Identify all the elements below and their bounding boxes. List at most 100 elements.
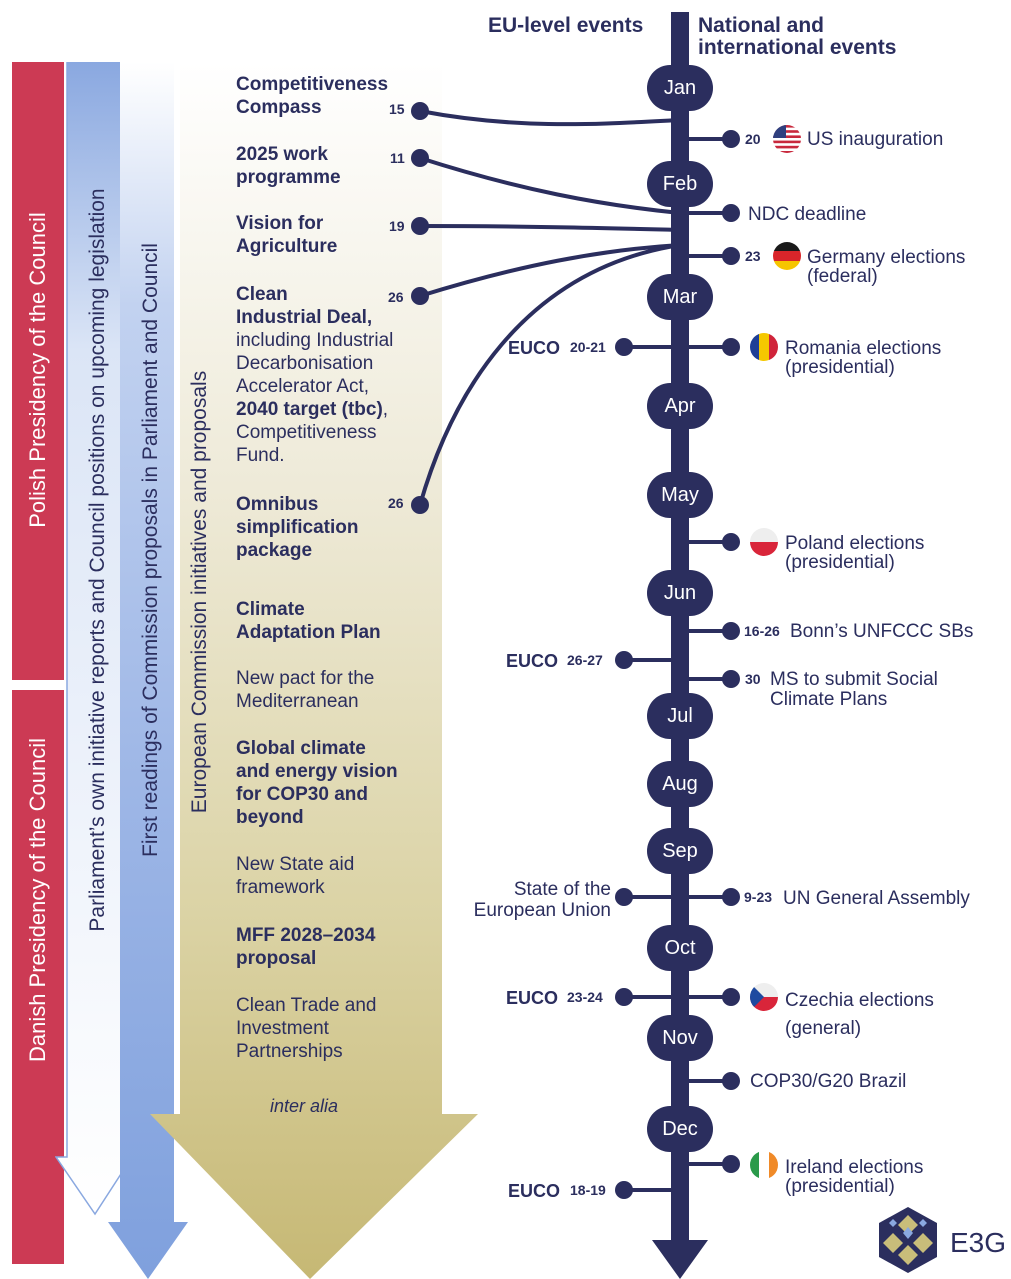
text-line: Climate Plans xyxy=(770,689,888,710)
polish-presidency-band xyxy=(12,62,64,680)
day-vision-agriculture: 19 xyxy=(389,218,405,234)
initiative-mff: MFF 2028–2034 proposal xyxy=(236,924,375,970)
text-line: Global climate xyxy=(236,738,366,759)
national-header-line1: National and xyxy=(698,14,825,37)
text-line: package xyxy=(236,540,313,561)
text-line: Competitiveness xyxy=(236,74,389,95)
initiative-competitiveness-compass: Competitiveness Compass xyxy=(236,73,388,119)
danish-presidency-band xyxy=(12,690,64,1264)
month-feb: Feb xyxy=(647,161,713,207)
initiative-work-programme: 2025 work programme xyxy=(236,143,341,189)
text-line: State of the xyxy=(513,879,611,900)
text-line: Investment xyxy=(236,1018,329,1039)
day-omnibus: 26 xyxy=(388,495,404,511)
initiative-mediterranean: New pact for the Mediterranean xyxy=(236,667,374,713)
text-line: (presidential) xyxy=(785,1176,895,1197)
eu-level-header: EU-level events xyxy=(488,14,644,37)
e3g-logo-icon xyxy=(879,1207,937,1273)
initiative-omnibus: Omnibus simplification package xyxy=(236,493,358,562)
e3g-logo-text: E3G xyxy=(950,1227,1007,1258)
text-line: proposal xyxy=(236,948,317,969)
month-nov: Nov xyxy=(647,1015,713,1061)
month-jun: Jun xyxy=(647,570,713,616)
text-line: Adaptation Plan xyxy=(236,622,381,643)
text-line: (presidential) xyxy=(785,552,895,573)
ireland-flag-icon xyxy=(750,1151,778,1179)
text-line: Clean Trade and xyxy=(236,995,377,1016)
text-line: Decarbonisation xyxy=(236,353,374,374)
text-line: Climate xyxy=(236,599,305,620)
first-readings-arrow xyxy=(108,62,188,1279)
euco-june-label: EUCO xyxy=(506,651,559,671)
text-line: 2040 target (tbc), xyxy=(236,398,393,421)
text-line: Czechia elections xyxy=(785,990,934,1011)
initiative-clean-trade: Clean Trade and Investment Partnerships xyxy=(236,994,377,1063)
initiative-clean-industrial-deal: Clean Industrial Deal, including Industr… xyxy=(236,283,393,467)
text-line: Partnerships xyxy=(236,1041,343,1062)
bonn-sbs-label: Bonn’s UNFCCC SBs xyxy=(790,621,974,642)
ndc-deadline-label: NDC deadline xyxy=(748,204,867,225)
germany-day: 23 xyxy=(745,248,761,264)
romania-elections: Romania elections (presidential) xyxy=(785,339,941,377)
text-line: beyond xyxy=(236,807,304,828)
germany-elections: Germany elections (federal) xyxy=(807,248,965,286)
unga-days: 9-23 xyxy=(744,889,773,905)
czechia-elections: Czechia elections (general) xyxy=(785,987,934,1043)
text-line: Industrial Deal, xyxy=(236,307,373,328)
text-line: Omnibus xyxy=(236,494,319,515)
us-day: 20 xyxy=(745,131,761,147)
text-line: Germany elections xyxy=(807,247,966,268)
romania-flag-icon xyxy=(750,333,778,361)
poland-flag-icon xyxy=(750,528,778,556)
initiative-state-aid: New State aid framework xyxy=(236,853,354,899)
us-inauguration-label: US inauguration xyxy=(807,129,944,150)
social-climate-day: 30 xyxy=(745,671,761,687)
text-line: simplification xyxy=(236,517,359,538)
commission-initiatives-arrow xyxy=(150,62,478,1279)
initiative-climate-adaptation: Climate Adaptation Plan xyxy=(236,598,381,644)
text-line: programme xyxy=(236,167,341,188)
poland-elections: Poland elections (presidential) xyxy=(785,534,924,572)
month-sep: Sep xyxy=(647,828,713,874)
euco-march-days: 20-21 xyxy=(570,339,606,355)
germany-flag-icon xyxy=(773,242,801,270)
month-may: May xyxy=(647,472,713,518)
euco-december-days: 18-19 xyxy=(570,1182,606,1198)
text-line: Competitiveness xyxy=(236,422,377,443)
cop30-label: COP30/G20 Brazil xyxy=(750,1071,907,1092)
initiative-vision-agriculture: Vision for Agriculture xyxy=(236,212,337,258)
initiative-global-climate: Global climate and energy vision for COP… xyxy=(236,737,398,829)
text-line: New pact for the xyxy=(236,668,375,689)
text-line: (general) xyxy=(785,1018,862,1039)
national-header-line2: international events xyxy=(698,36,897,59)
day-competitiveness-compass: 15 xyxy=(389,101,405,117)
text-line: European Union xyxy=(473,900,611,921)
day-work-programme: 11 xyxy=(390,150,405,166)
state-of-union: State of the European Union xyxy=(454,879,611,921)
text-bold-fragment: 2040 target (tbc) xyxy=(236,399,383,420)
euco-december-label: EUCO xyxy=(508,1181,561,1201)
month-oct: Oct xyxy=(647,925,713,971)
euco-march-label: EUCO xyxy=(508,338,561,358)
month-aug: Aug xyxy=(647,761,713,807)
unga-label: UN General Assembly xyxy=(783,888,970,909)
text-line: (presidential) xyxy=(785,357,895,378)
text-line: including Industrial xyxy=(236,330,394,351)
euco-june-days: 26-27 xyxy=(567,652,603,668)
text-line: Clean xyxy=(236,284,288,305)
text-line: Romania elections xyxy=(785,338,942,359)
inter-alia-note: inter alia xyxy=(270,1096,339,1116)
text-line: Fund. xyxy=(236,445,285,466)
text-line: framework xyxy=(236,877,325,898)
bonn-days: 16-26 xyxy=(744,623,780,639)
social-climate-plans: MS to submit Social Climate Plans xyxy=(770,670,938,710)
day-clean-industrial-deal: 26 xyxy=(388,289,404,305)
month-jul: Jul xyxy=(647,693,713,739)
euco-october-label: EUCO xyxy=(506,988,559,1008)
euco-october-days: 23-24 xyxy=(567,989,603,1005)
text-line: New State aid xyxy=(236,854,355,875)
month-apr: Apr xyxy=(647,383,713,429)
text-line: Mediterranean xyxy=(236,691,359,712)
month-dec: Dec xyxy=(647,1106,713,1152)
text-line: for COP30 and xyxy=(236,784,368,805)
